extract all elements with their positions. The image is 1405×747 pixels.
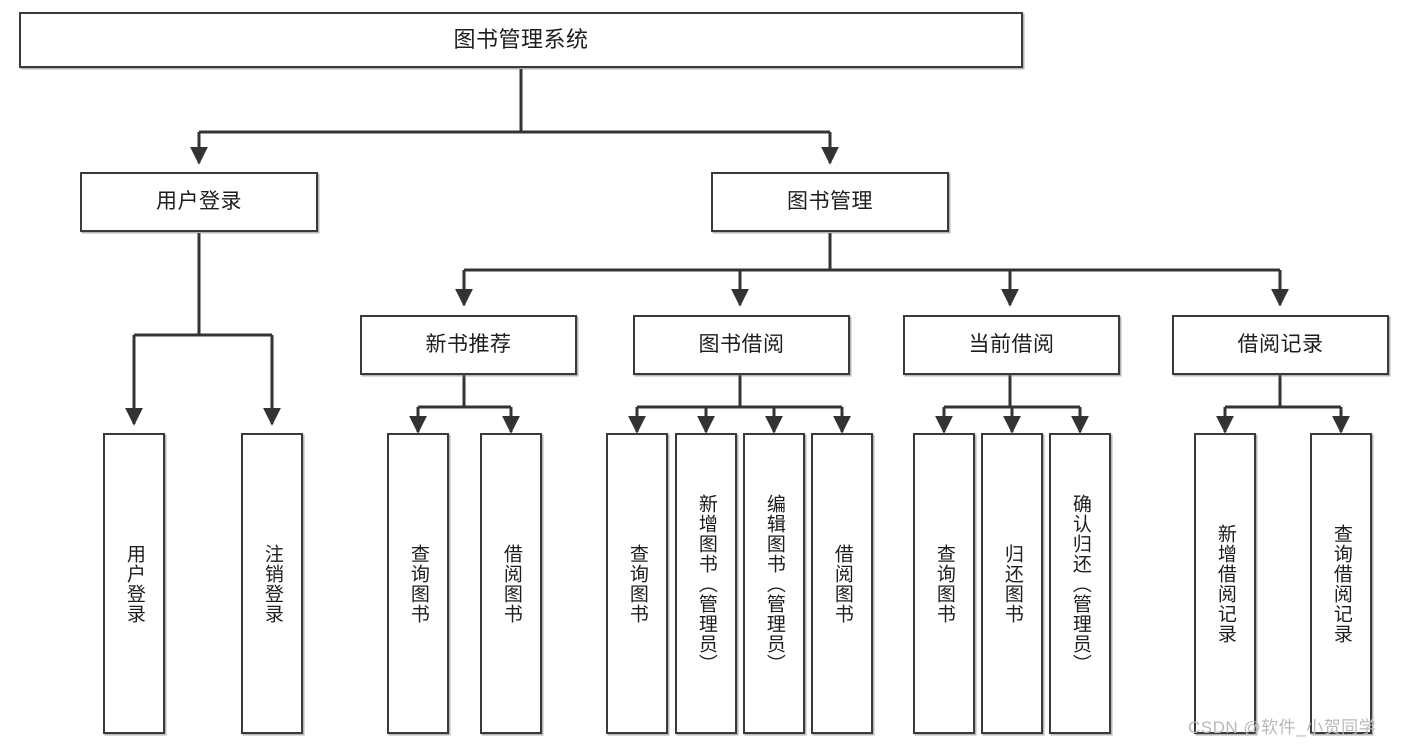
node-root[interactable]: 图书管理系统 — [19, 12, 1023, 68]
node-current-borrow[interactable]: 当前借阅 — [903, 315, 1120, 375]
node-leaf-query-book-3[interactable]: 查询图书 — [913, 433, 975, 734]
node-leaf-logout-login[interactable]: 注销登录 — [241, 433, 303, 734]
leaf-label: 查询图书 — [407, 543, 429, 624]
node-leaf-confirm-return[interactable]: 确认归还（管理员） — [1049, 433, 1111, 734]
node-leaf-add-book[interactable]: 新增图书（管理员） — [675, 433, 737, 734]
node-leaf-edit-book[interactable]: 编辑图书（管理员） — [743, 433, 805, 734]
node-leaf-query-record[interactable]: 查询借阅记录 — [1310, 433, 1372, 734]
node-book-management[interactable]: 图书管理 — [711, 172, 949, 232]
node-leaf-query-book-2[interactable]: 查询图书 — [606, 433, 668, 734]
node-leaf-add-record[interactable]: 新增借阅记录 — [1194, 433, 1256, 734]
leaf-label: 注销登录 — [261, 543, 283, 624]
node-leaf-return-book[interactable]: 归还图书 — [981, 433, 1043, 734]
leaf-label: 查询借阅记录 — [1330, 523, 1352, 644]
leaf-label: 新增图书（管理员） — [695, 493, 717, 674]
leaf-label: 新增借阅记录 — [1214, 523, 1236, 644]
node-leaf-borrow-book-1[interactable]: 借阅图书 — [480, 433, 542, 734]
leaf-label: 确认归还（管理员） — [1069, 493, 1091, 674]
node-new-book-recommend[interactable]: 新书推荐 — [360, 315, 577, 375]
node-leaf-query-book-1[interactable]: 查询图书 — [387, 433, 449, 734]
watermark-text: CSDN @软件_小贺同学 — [1188, 718, 1377, 737]
leaf-label: 查询图书 — [626, 543, 648, 624]
leaf-label: 查询图书 — [933, 543, 955, 624]
leaf-label: 归还图书 — [1001, 543, 1023, 624]
leaf-label: 借阅图书 — [500, 543, 522, 624]
node-book-borrow[interactable]: 图书借阅 — [633, 315, 850, 375]
node-borrow-record[interactable]: 借阅记录 — [1172, 315, 1389, 375]
leaf-label: 用户登录 — [123, 543, 145, 624]
node-leaf-borrow-book-2[interactable]: 借阅图书 — [811, 433, 873, 734]
node-user-login[interactable]: 用户登录 — [80, 172, 318, 232]
leaf-label: 编辑图书（管理员） — [763, 493, 785, 674]
node-leaf-user-login[interactable]: 用户登录 — [103, 433, 165, 734]
leaf-label: 借阅图书 — [831, 543, 853, 624]
